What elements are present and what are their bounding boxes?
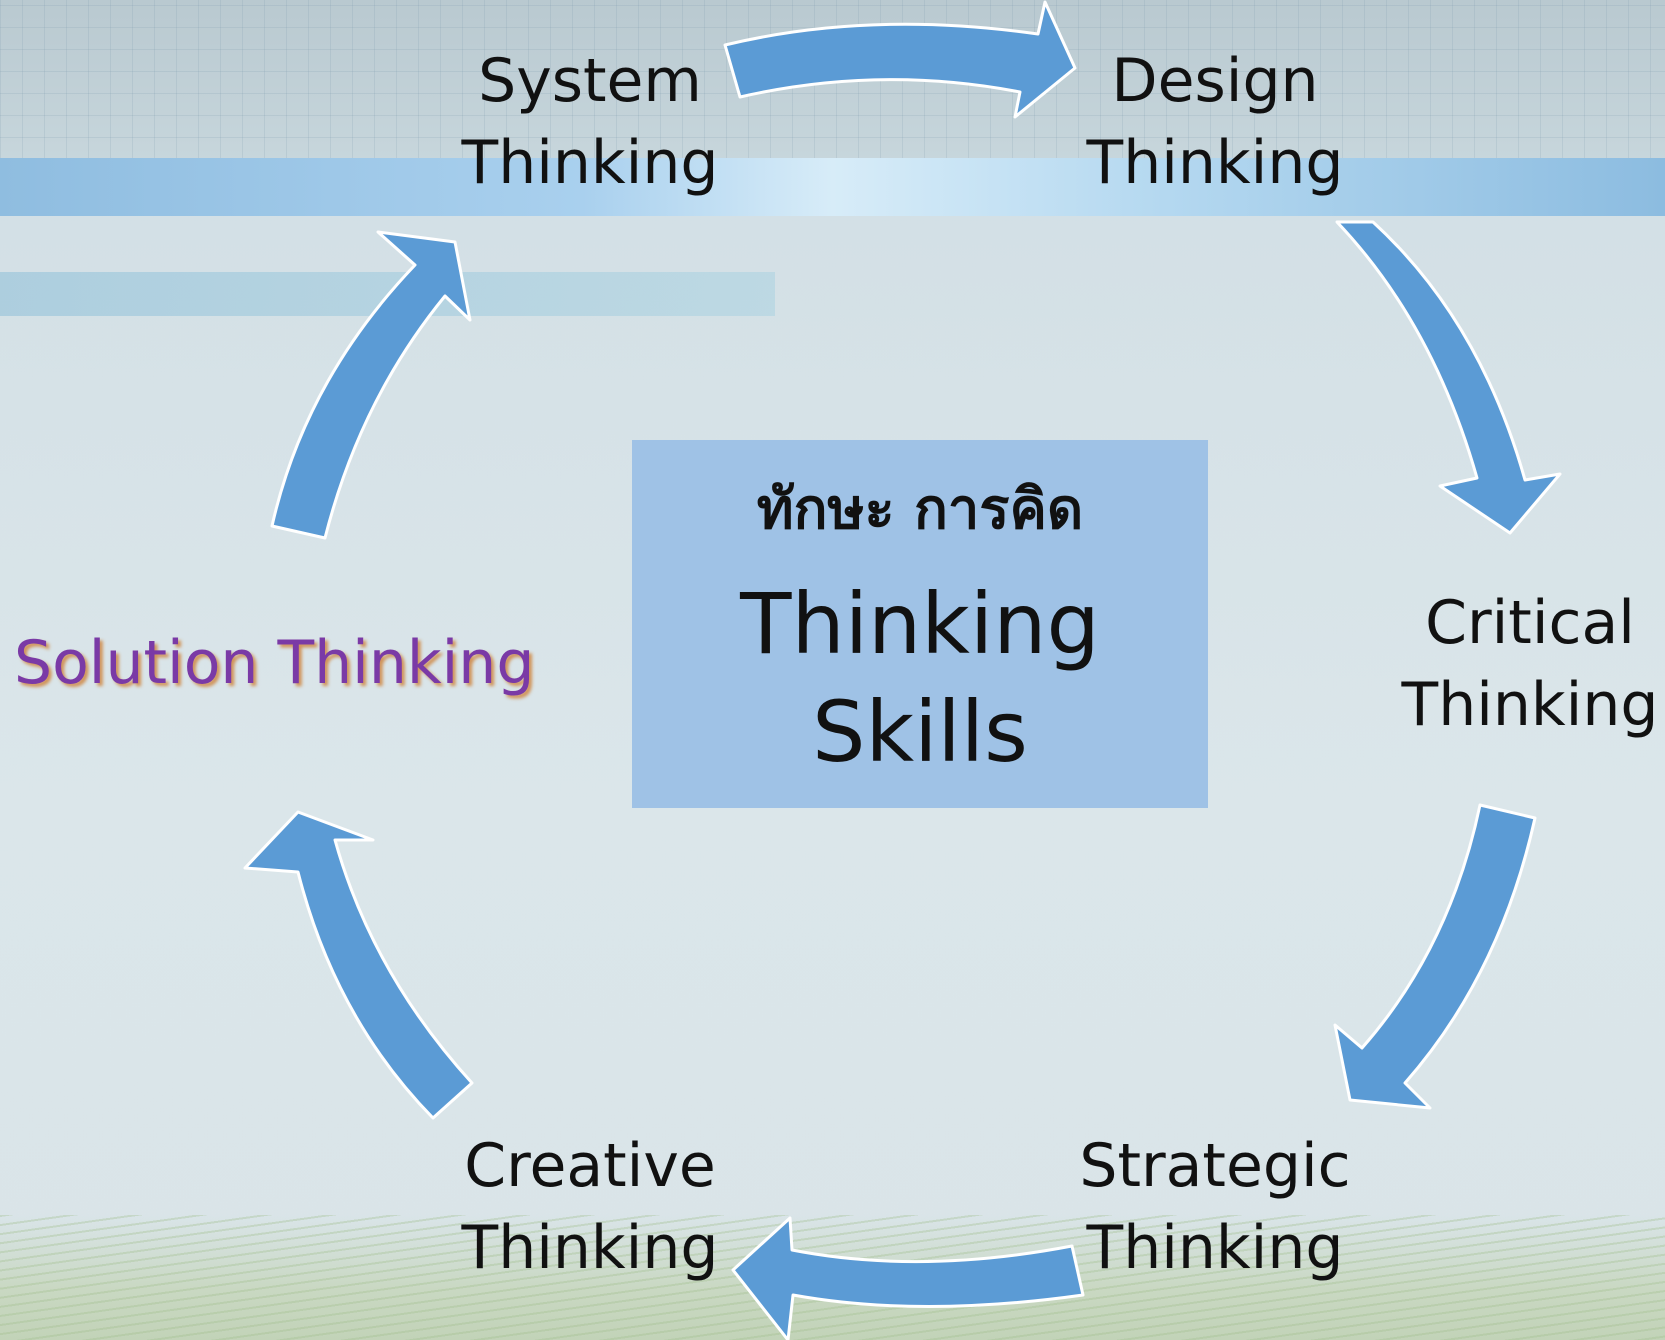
arrow-solution-to-system <box>270 230 472 540</box>
center-title: Thinking Skills <box>740 575 1100 781</box>
arrow-strategic-to-creative <box>731 1216 1085 1340</box>
node-creative-thinking: Creative Thinking <box>461 1131 719 1283</box>
node-design-thinking: Design Thinking <box>1086 46 1344 198</box>
arrow-creative-to-solution <box>243 810 474 1120</box>
background-band <box>0 158 1665 216</box>
node-strategic-thinking: Strategic Thinking <box>1079 1131 1351 1283</box>
node-system-thinking: System Thinking <box>461 46 719 198</box>
center-thai-label: ทักษะ การคิด <box>756 477 1084 542</box>
arrow-design-to-critical <box>1335 220 1562 535</box>
node-critical-thinking: Critical Thinking <box>1401 588 1659 740</box>
arrow-system-to-design <box>723 0 1077 119</box>
center-box: ทักษะ การคิด Thinking Skills <box>632 440 1208 808</box>
node-solution-thinking: Solution Thinking <box>14 628 535 698</box>
arrow-critical-to-strategic-shape <box>1333 803 1537 1110</box>
